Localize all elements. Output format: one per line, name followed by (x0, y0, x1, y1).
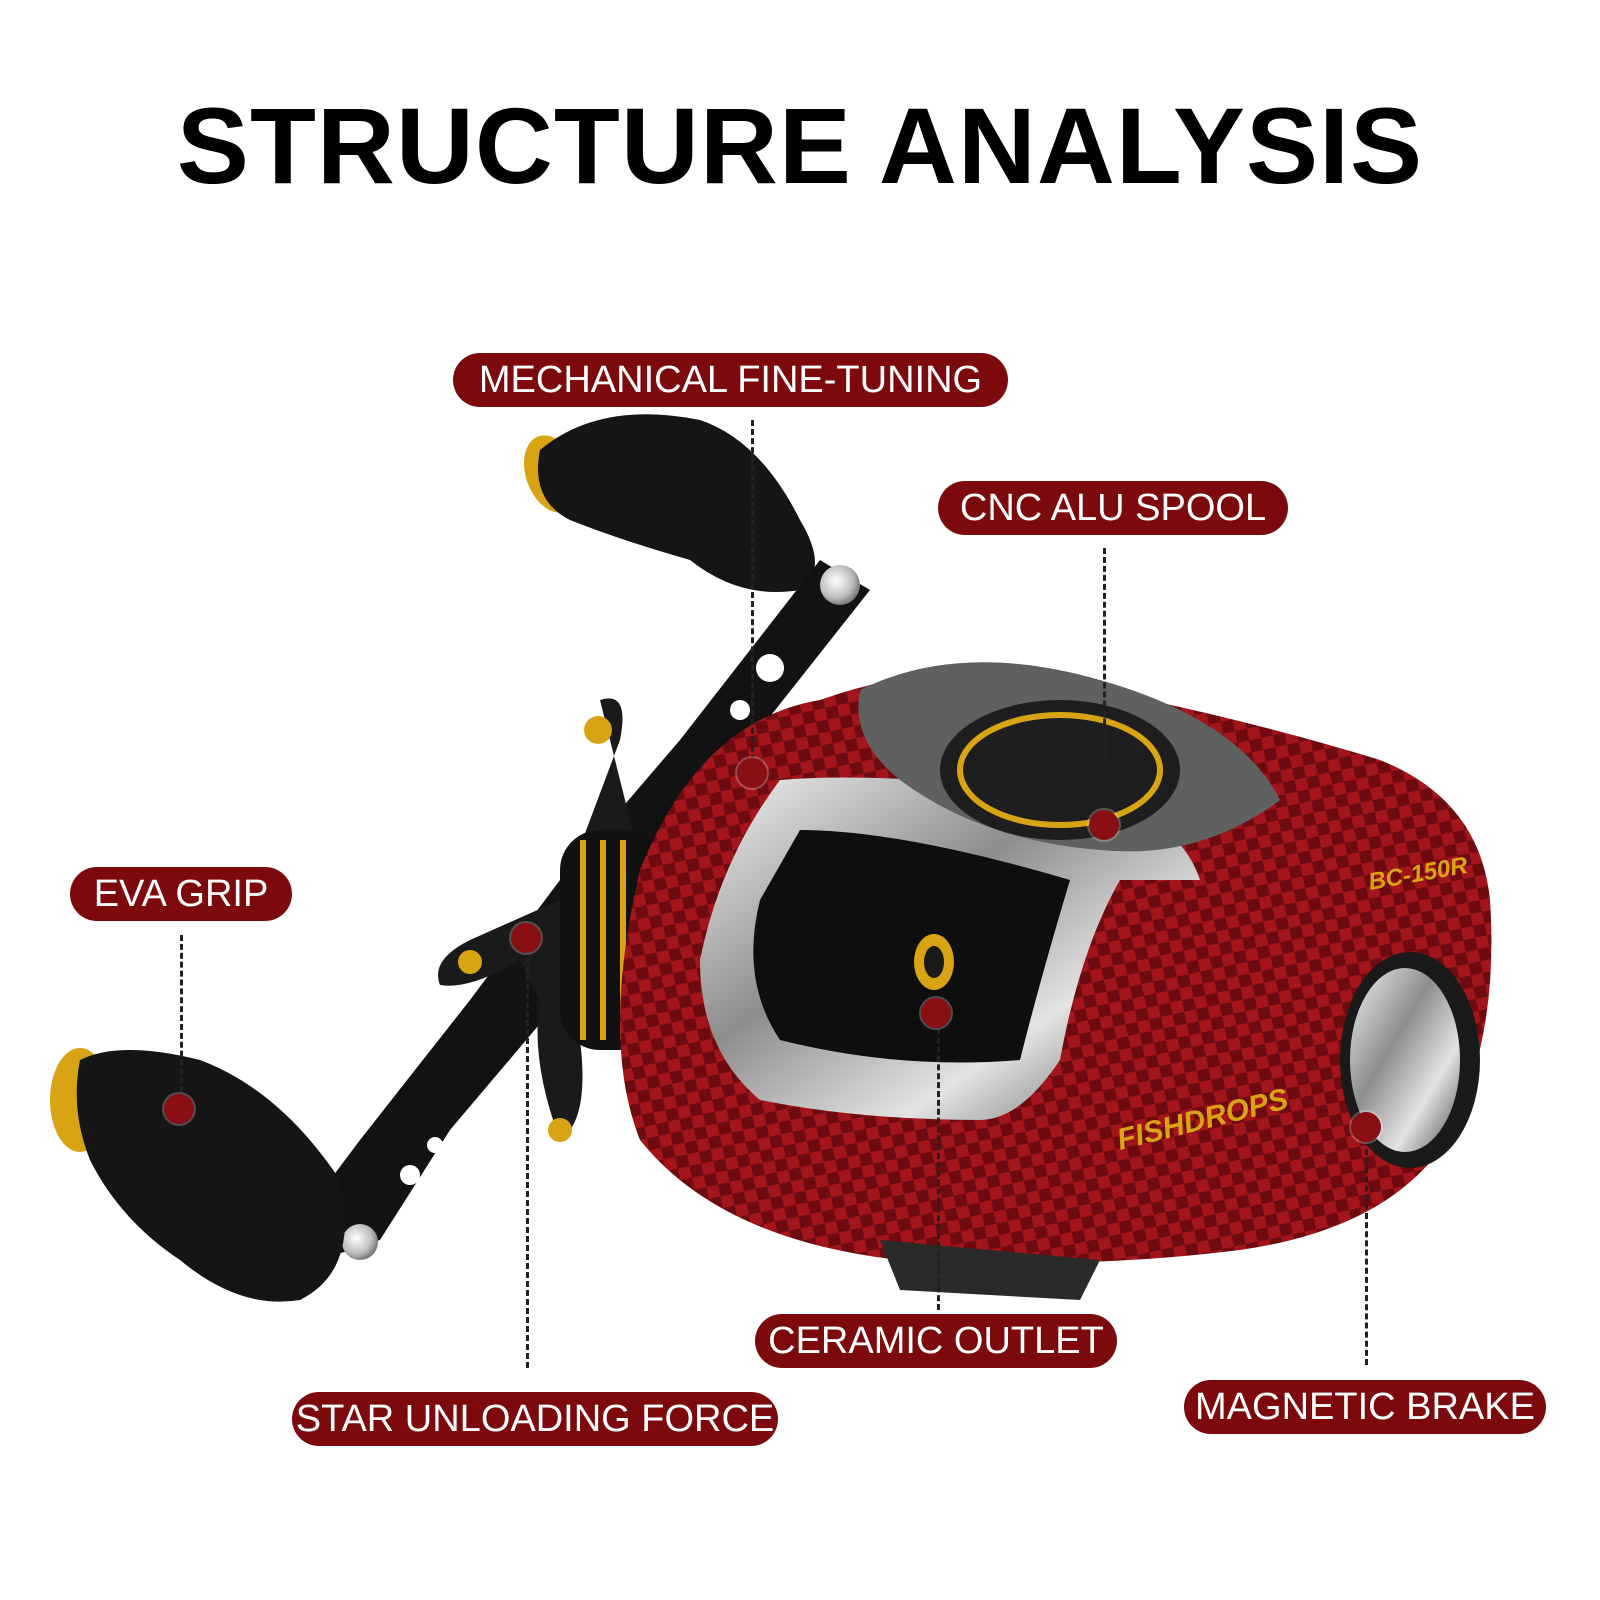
star-drag (438, 698, 663, 1142)
marker-magnetic (1351, 1112, 1381, 1142)
label-magnetic-brake: MAGNETIC BRAKE (1184, 1380, 1546, 1434)
leader-eva (180, 935, 183, 1110)
reel-body (620, 662, 1492, 1300)
marker-eva (164, 1094, 194, 1124)
marker-mechanical (737, 758, 767, 788)
label-star-unloading-force: STAR UNLOADING FORCE (292, 1392, 778, 1446)
leader-spool (1103, 548, 1106, 823)
label-mechanical-fine-tuning: MECHANICAL FINE-TUNING (453, 353, 1008, 407)
marker-star (511, 923, 541, 953)
label-eva-grip: EVA GRIP (70, 867, 292, 921)
upper-eva-knob (523, 414, 815, 592)
label-ceramic-outlet: CERAMIC OUTLET (755, 1314, 1117, 1368)
leader-ceramic (937, 1020, 940, 1310)
lower-eva-knob (50, 1048, 346, 1302)
leader-mechanical (751, 420, 754, 770)
leader-star (526, 948, 529, 1368)
label-cnc-alu-spool: CNC ALU SPOOL (938, 481, 1288, 535)
marker-ceramic (921, 998, 951, 1028)
marker-spool (1089, 810, 1119, 840)
page-title: STRUCTURE ANALYSIS (176, 85, 1424, 206)
leader-magnetic (1365, 1140, 1368, 1365)
